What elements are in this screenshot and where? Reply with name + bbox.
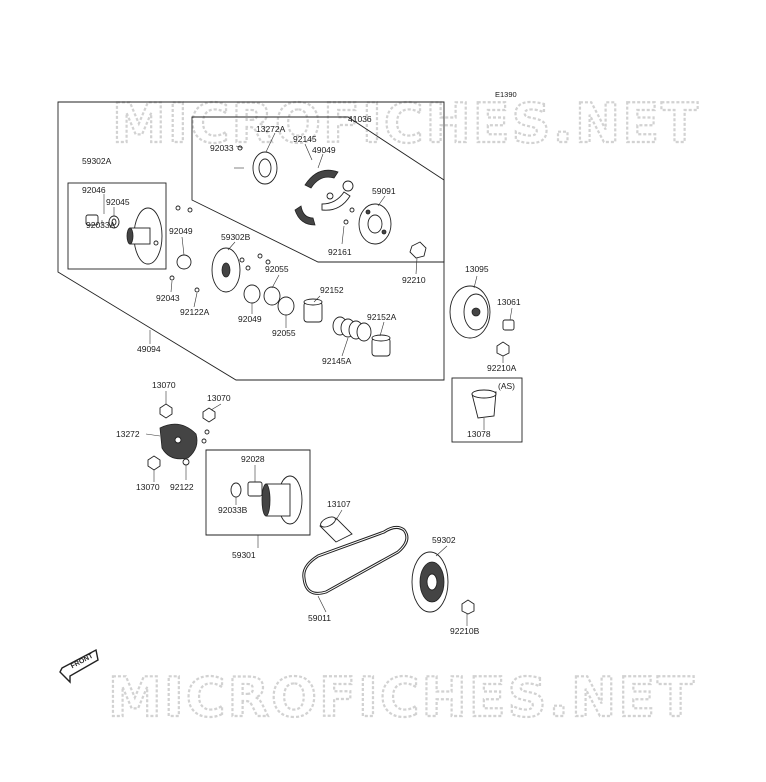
bearing-92046 [85, 214, 99, 226]
label-13070-c: 13070 [136, 482, 160, 492]
clutch-plate-13272A [252, 151, 278, 185]
label-92055-a: 92055 [265, 264, 289, 274]
label-92055-b: 92055 [272, 328, 296, 338]
sleeve-13107 [319, 516, 353, 543]
label-59302B: 59302B [221, 232, 251, 242]
label-13107: 13107 [327, 499, 351, 509]
assembly-box-13078 [451, 377, 523, 443]
assembly-box-59301 [205, 449, 311, 536]
label-49049: 49049 [312, 145, 336, 155]
collar-92152 [303, 298, 323, 323]
label-92033A: 92033A [86, 220, 116, 230]
o-ring-92049-a [176, 254, 192, 270]
label-92210A: 92210A [487, 363, 517, 373]
bearing-92028 [247, 481, 263, 497]
pin-92122 [182, 458, 190, 466]
drive-belt-59011-inner [303, 526, 408, 594]
label-49094: 49094 [137, 344, 161, 354]
watermark-bottom: MICROFICHES.NET [108, 666, 696, 729]
label-59301: 59301 [232, 550, 256, 560]
label-92122A: 92122A [180, 307, 210, 317]
label-as: (AS) [498, 381, 515, 391]
label-92033B: 92033B [218, 505, 248, 515]
part-13061 [502, 319, 515, 331]
drive-pulley-59302 [411, 551, 449, 613]
assembly-box-41036 [191, 116, 445, 263]
label-59011: 59011 [308, 613, 331, 623]
label-13078: 13078 [467, 429, 491, 439]
clutch-housing-13095 [449, 285, 491, 339]
label-92145: 92145 [293, 134, 317, 144]
label-92043: 92043 [156, 293, 180, 303]
nut-13070-b [202, 407, 216, 423]
o-ring-92055-b [277, 296, 295, 316]
label-59091: 59091 [372, 186, 396, 196]
label-92210B: 92210B [450, 626, 480, 636]
label-92046: 92046 [82, 185, 106, 195]
sheave-59302A [126, 207, 163, 265]
nut-92210 [409, 241, 427, 259]
spring-92145A [332, 316, 372, 342]
clutch-carrier-59091 [358, 203, 392, 245]
sheave-59302B [211, 247, 251, 293]
label-92033: 92033 [210, 143, 234, 153]
label-92122: 92122 [170, 482, 194, 492]
collar-13078 [471, 389, 497, 419]
diagram-code: E1390 [495, 90, 517, 99]
label-92049-b: 92049 [238, 314, 262, 324]
plate-13272 [159, 423, 210, 460]
assembly-box-49094 [57, 101, 445, 381]
label-92152A: 92152A [367, 312, 397, 322]
label-13070-a: 13070 [152, 380, 176, 390]
label-41036: 41036 [348, 114, 372, 124]
collar-92152A [371, 334, 391, 357]
nut-92210A [496, 341, 510, 357]
label-92210: 92210 [402, 275, 426, 285]
label-59302A: 59302A [82, 156, 112, 166]
label-13095: 13095 [465, 264, 489, 274]
ring-92033B [230, 482, 242, 498]
label-13070-b: 13070 [207, 393, 231, 403]
nut-13070-a [159, 403, 173, 419]
label-92145A: 92145A [322, 356, 352, 366]
label-13272: 13272 [116, 429, 140, 439]
clutch-shoes [294, 169, 354, 226]
ring-92045 [108, 215, 120, 229]
o-ring-92055-a [263, 286, 281, 306]
part-labels: 13272A 41036 92033 92145 49049 59302A 92… [82, 114, 521, 636]
clutch-small-parts [234, 145, 355, 225]
label-92049-a: 92049 [169, 226, 193, 236]
leader-lines [101, 132, 513, 626]
nut-13070-c [147, 455, 161, 471]
nut-92210B [461, 599, 475, 615]
watermark-top: MICROFICHES.NET [112, 92, 700, 155]
label-92161: 92161 [328, 247, 352, 257]
label-92028: 92028 [241, 454, 265, 464]
label-13272A: 13272A [256, 124, 286, 134]
label-92045: 92045 [106, 197, 130, 207]
pins [169, 205, 271, 293]
drive-belt-59011 [302, 525, 409, 595]
label-92152: 92152 [320, 285, 344, 295]
label-59302: 59302 [432, 535, 456, 545]
sheave-59301 [261, 475, 303, 525]
front-arrow-icon: FRONT [59, 648, 99, 684]
o-ring-92049-b [243, 284, 261, 304]
label-13061: 13061 [497, 297, 521, 307]
assembly-box-59302A [67, 182, 167, 270]
